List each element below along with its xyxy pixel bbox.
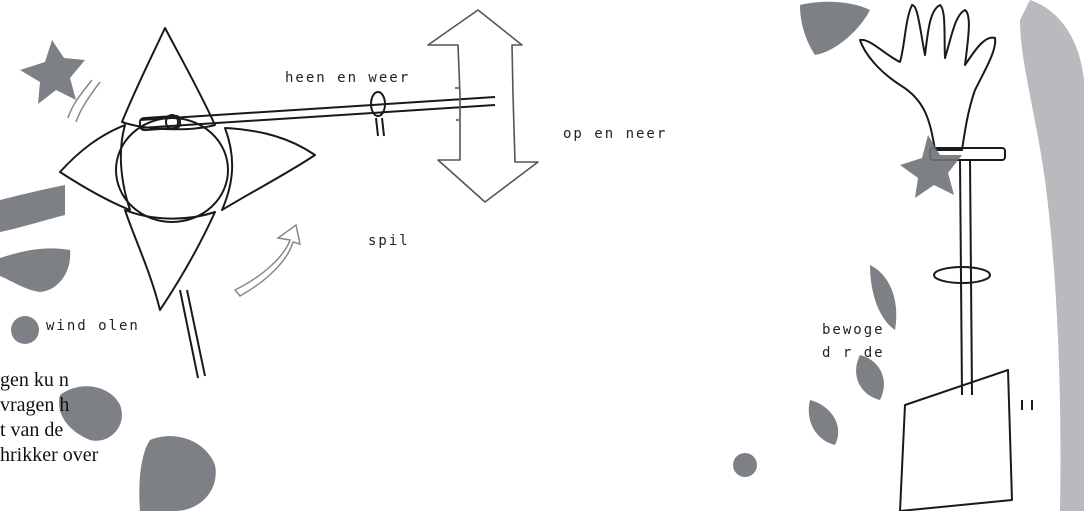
label-heen-en-weer: heen en weer bbox=[285, 70, 411, 86]
body-text-line: vragen h bbox=[0, 394, 70, 416]
body-text-line: gen ku n bbox=[0, 369, 69, 391]
pinwheel-drawing bbox=[59, 27, 496, 379]
label-bewogen: bewoge bbox=[822, 322, 885, 338]
body-text: gen ku n vragen h t van de hrikker over bbox=[0, 368, 150, 468]
label-windmolen: wind olen bbox=[46, 318, 140, 334]
rotation-arrow bbox=[67, 79, 301, 297]
body-text-line: hrikker over bbox=[0, 444, 99, 466]
body-text-line: t van de bbox=[0, 419, 64, 441]
label-spil: spil bbox=[368, 233, 410, 249]
double-arrow-up-down bbox=[427, 9, 539, 203]
glove-on-stick-drawing bbox=[859, 4, 1033, 511]
label-op-en-neer: op en neer bbox=[563, 126, 668, 142]
label-door-de: d r de bbox=[822, 345, 885, 361]
